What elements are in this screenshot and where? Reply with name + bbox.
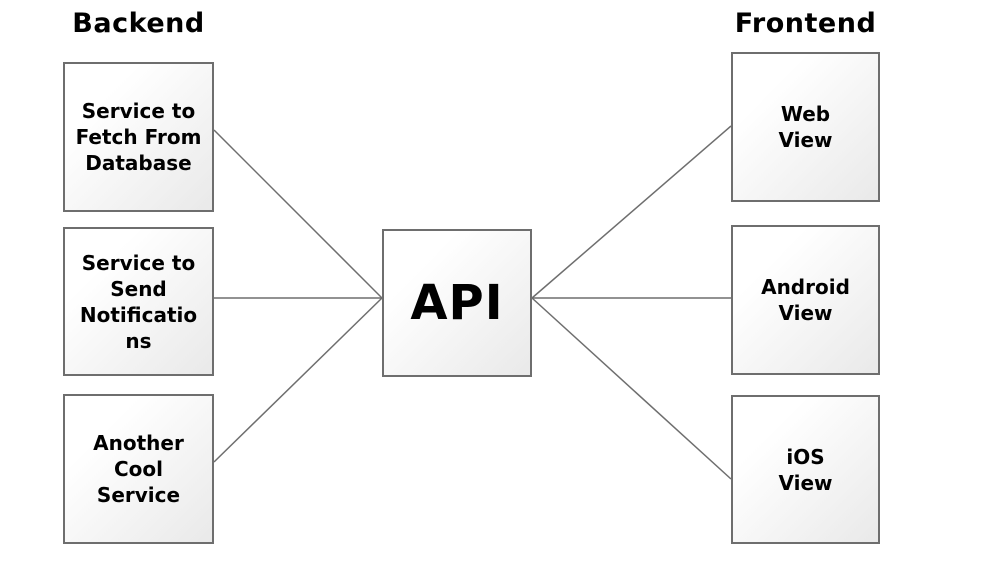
node-service-send-notifications[interactable]: Service to Send Notificatio ns [63,227,214,376]
node-ios-view[interactable]: iOS View [731,395,880,544]
node-api[interactable]: API [382,229,532,377]
node-label: Service to Fetch From Database [75,99,202,175]
api-label: API [410,274,504,331]
node-another-cool-service[interactable]: Another Cool Service [63,394,214,544]
edge-another-cool-service-to-api [213,297,383,463]
node-label: Web View [778,102,833,152]
frontend-column-heading: Frontend [734,8,877,39]
node-service-fetch-database[interactable]: Service to Fetch From Database [63,62,214,212]
node-label: Another Cool Service [93,431,184,507]
edge-api-to-web-view [531,125,732,299]
node-web-view[interactable]: Web View [731,52,880,202]
node-label: Service to Send Notificatio ns [79,250,198,353]
edge-api-to-ios-view [531,297,732,480]
backend-column-heading: Backend [72,8,205,39]
node-label: iOS View [778,444,833,495]
node-android-view[interactable]: Android View [731,225,880,375]
node-label: Android View [761,275,850,325]
edge-service-fetch-database-to-api [213,129,383,299]
